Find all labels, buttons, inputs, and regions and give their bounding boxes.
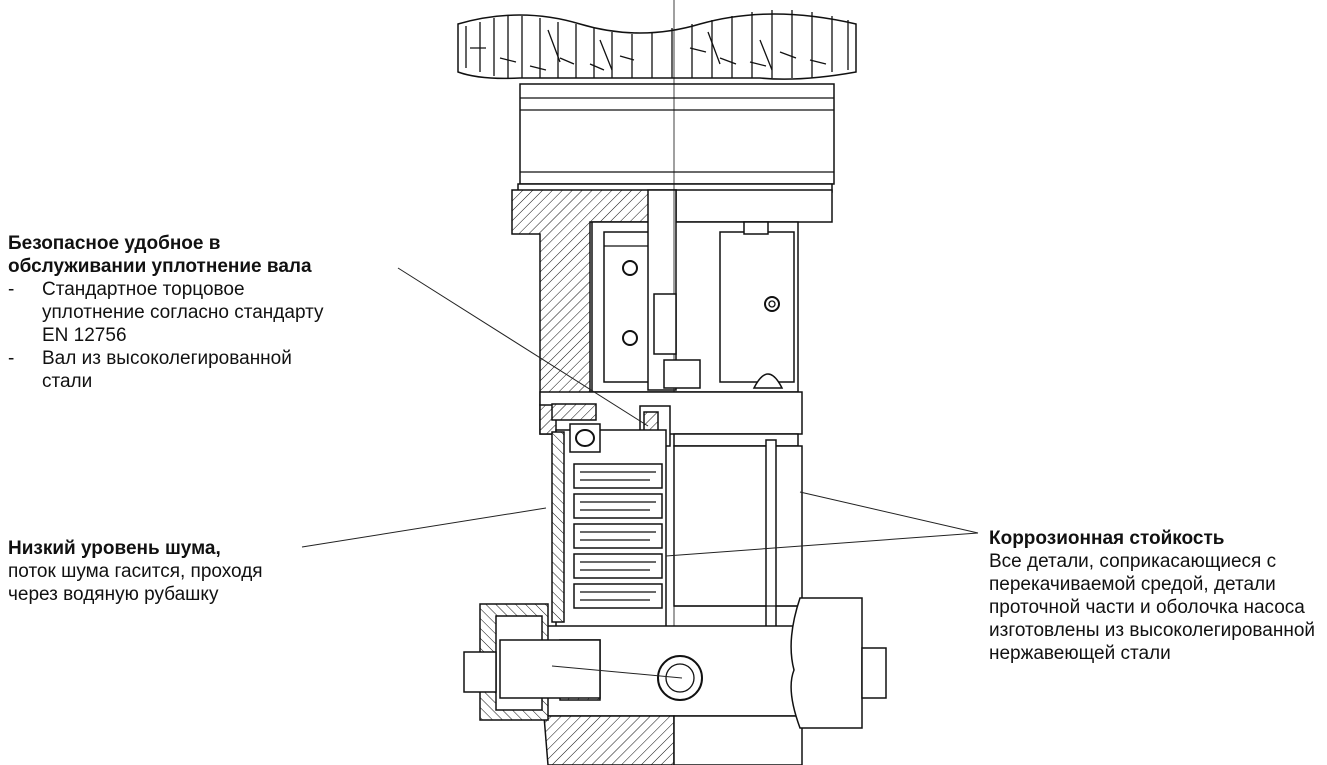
impeller-stages bbox=[569, 423, 663, 609]
list-item: Стандартное торцовое уплотнение согласно… bbox=[8, 278, 338, 347]
callout-shaft-seal-list: Стандартное торцовое уплотнение согласно… bbox=[8, 278, 338, 393]
pump-base bbox=[463, 597, 887, 765]
callout-shaft-seal-title: Безопасное удобное в обслуживании уплотн… bbox=[8, 233, 312, 277]
shaft bbox=[647, 0, 784, 765]
callout-low-noise-text: поток шума гасится, проходя через водяну… bbox=[8, 561, 263, 605]
motor-body bbox=[517, 83, 835, 193]
callout-low-noise-title: Низкий уровень шума, bbox=[8, 538, 221, 559]
callout-corrosion-resistance: Коррозионная стойкость Все детали, сопри… bbox=[989, 527, 1324, 665]
callout-low-noise: Низкий уровень шума, поток шума гасится,… bbox=[8, 537, 298, 606]
list-item: Вал из высоколегированной стали bbox=[8, 347, 338, 393]
callout-corrosion-text: Все детали, соприкасающиеся с перекачива… bbox=[989, 551, 1316, 664]
callout-corrosion-title: Коррозионная стойкость bbox=[989, 528, 1225, 549]
callout-shaft-seal: Безопасное удобное в обслуживании уплотн… bbox=[8, 232, 338, 393]
motor-fan-cover bbox=[457, 10, 857, 80]
leader-lines bbox=[301, 267, 979, 679]
pump-jacket-and-stages bbox=[551, 423, 803, 641]
